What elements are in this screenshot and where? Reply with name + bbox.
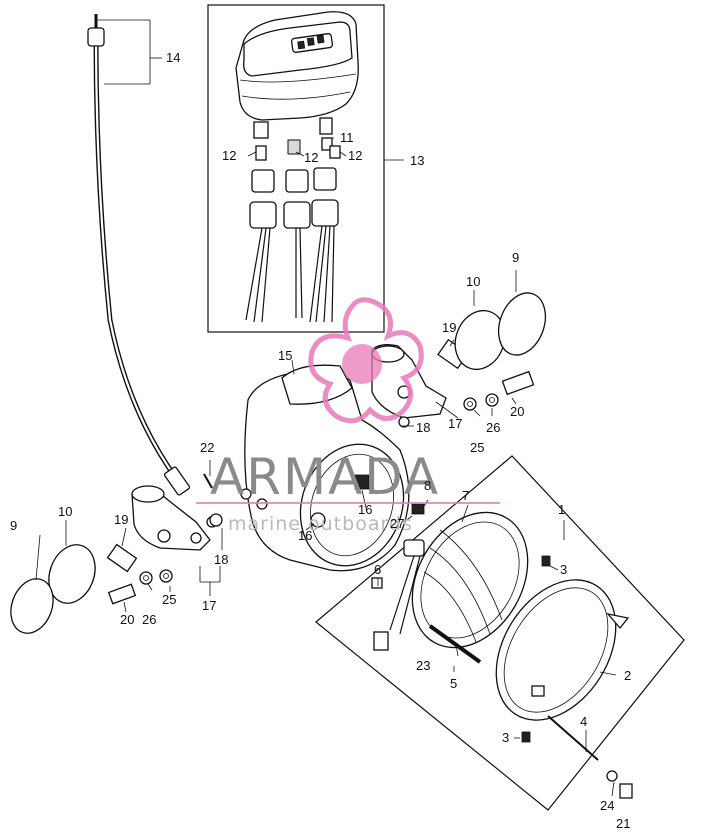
callout-10a: 10: [466, 274, 480, 289]
callout-3a: 3: [560, 562, 567, 577]
watermark-tagline: marine outboards: [228, 513, 413, 535]
callout-14: 14: [166, 50, 180, 65]
callout-20a: 20: [510, 404, 524, 419]
armada-logo: [308, 297, 424, 424]
callout-26a: 26: [486, 420, 500, 435]
callout-12a: 12: [222, 148, 236, 163]
callout-1: 1: [558, 502, 565, 517]
callout-2: 2: [624, 668, 631, 683]
callout-26b: 26: [142, 612, 156, 627]
callout-9b: 9: [10, 518, 17, 533]
headlight-hardware: [203, 473, 633, 799]
callout-17a: 17: [448, 416, 462, 431]
callout-3b: 3: [502, 730, 509, 745]
callout-20b: 20: [120, 612, 134, 627]
callout-25b: 25: [162, 592, 176, 607]
callout-19b: 19: [114, 512, 128, 527]
callout-18a: 18: [416, 420, 430, 435]
left-headlight-bracket: [131, 485, 218, 551]
callout-12b: 12: [304, 150, 318, 165]
callout-23: 23: [416, 658, 430, 673]
callout-27: 27: [390, 516, 404, 531]
callout-21: 21: [616, 816, 630, 831]
callout-17b: 17: [202, 598, 216, 613]
callout-9a: 9: [512, 250, 519, 265]
callout-6: 6: [374, 562, 381, 577]
callout-11: 11: [340, 130, 354, 145]
callout-16a: 16: [358, 502, 372, 517]
callout-13: 13: [410, 153, 424, 168]
callout-22: 22: [200, 440, 214, 455]
callout-15: 15: [278, 348, 292, 363]
watermark-brand: ARMADA: [210, 448, 440, 506]
callout-19a: 19: [442, 320, 456, 335]
headlight-rim: [495, 579, 630, 721]
callout-7: 7: [462, 488, 469, 503]
callout-8: 8: [424, 478, 431, 493]
speedometer-group-box: [207, 4, 404, 333]
speedometer-body: [235, 11, 359, 161]
speedometer-cable: [87, 14, 191, 496]
callout-24: 24: [600, 798, 614, 813]
callout-10b: 10: [58, 504, 72, 519]
callout-16b: 16: [298, 528, 312, 543]
callout-4: 4: [580, 714, 587, 729]
callout-18b: 18: [214, 552, 228, 567]
callout-25a: 25: [470, 440, 484, 455]
left-mounting-hardware: [10, 543, 173, 634]
headlight-lens-unit: [373, 511, 529, 651]
headlight-case: [240, 364, 410, 572]
callout-5: 5: [450, 676, 457, 691]
headlight-unit-box: [315, 455, 685, 811]
callout-labels: 1 2 3 3 4 5 6 7 8 9 9 10 10 11 12 12 12 …: [10, 50, 631, 831]
leader-lines: [35, 137, 617, 797]
callout-12c: 12: [348, 148, 362, 163]
bulb-sockets-and-wires: [245, 167, 339, 323]
right-mounting-hardware: [437, 292, 547, 411]
